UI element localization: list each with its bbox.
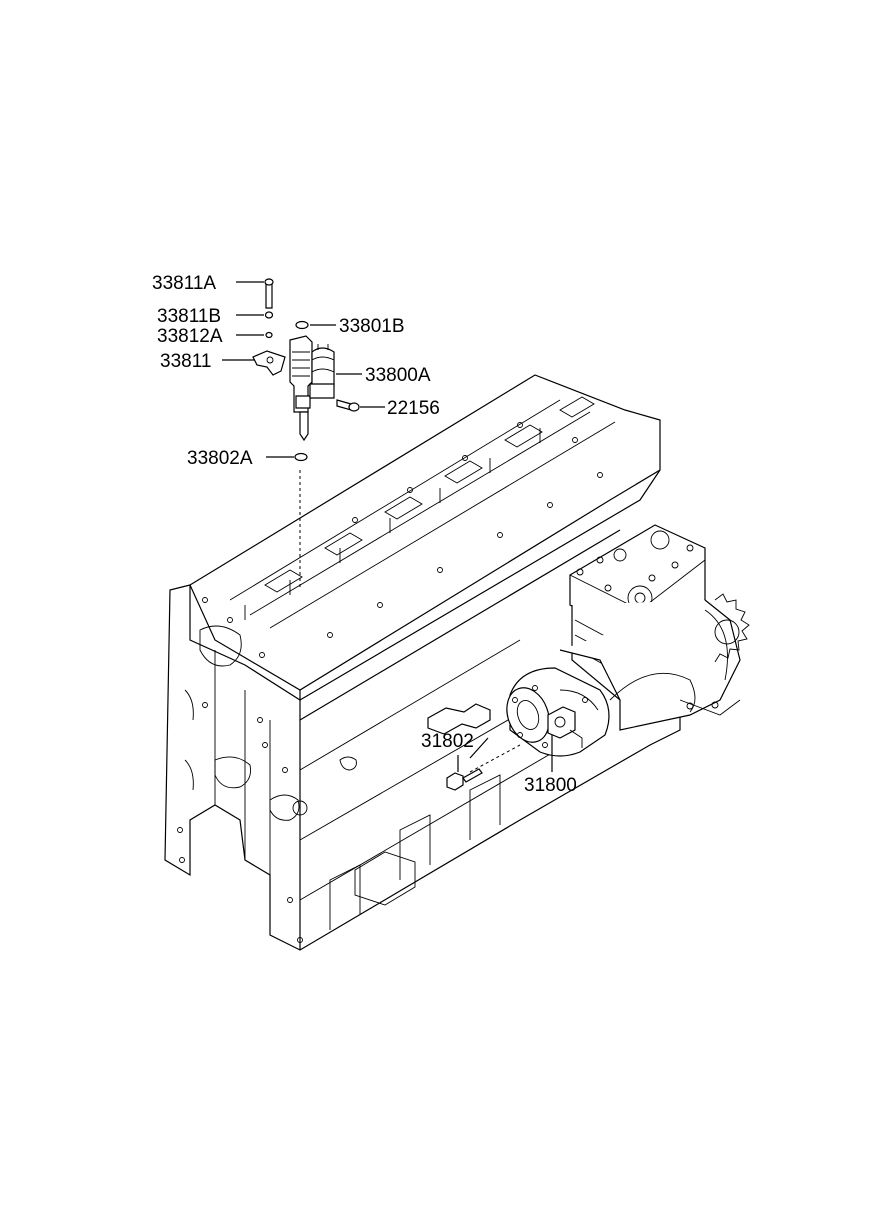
label-33802A: 33802A xyxy=(187,448,253,469)
fuel-pump xyxy=(469,667,610,773)
label-33811B: 33811B xyxy=(157,306,221,327)
label-33811A: 33811A xyxy=(152,273,216,294)
part-labels: 33811A 33811B 33812A 33811 33801B 33800A… xyxy=(152,273,577,796)
gasket-31802 xyxy=(427,703,491,735)
label-31802: 31802 xyxy=(421,731,474,752)
label-33811: 33811 xyxy=(160,351,211,372)
label-33801B: 33801B xyxy=(339,316,405,337)
leader-lines xyxy=(222,281,553,772)
air-compressor xyxy=(559,524,750,731)
injector-assembly xyxy=(252,278,360,462)
pump-bolt xyxy=(446,768,483,791)
label-31800: 31800 xyxy=(524,775,577,796)
label-33812A: 33812A xyxy=(157,326,223,347)
label-33800A: 33800A xyxy=(365,365,431,386)
label-22156: 22156 xyxy=(387,398,440,419)
